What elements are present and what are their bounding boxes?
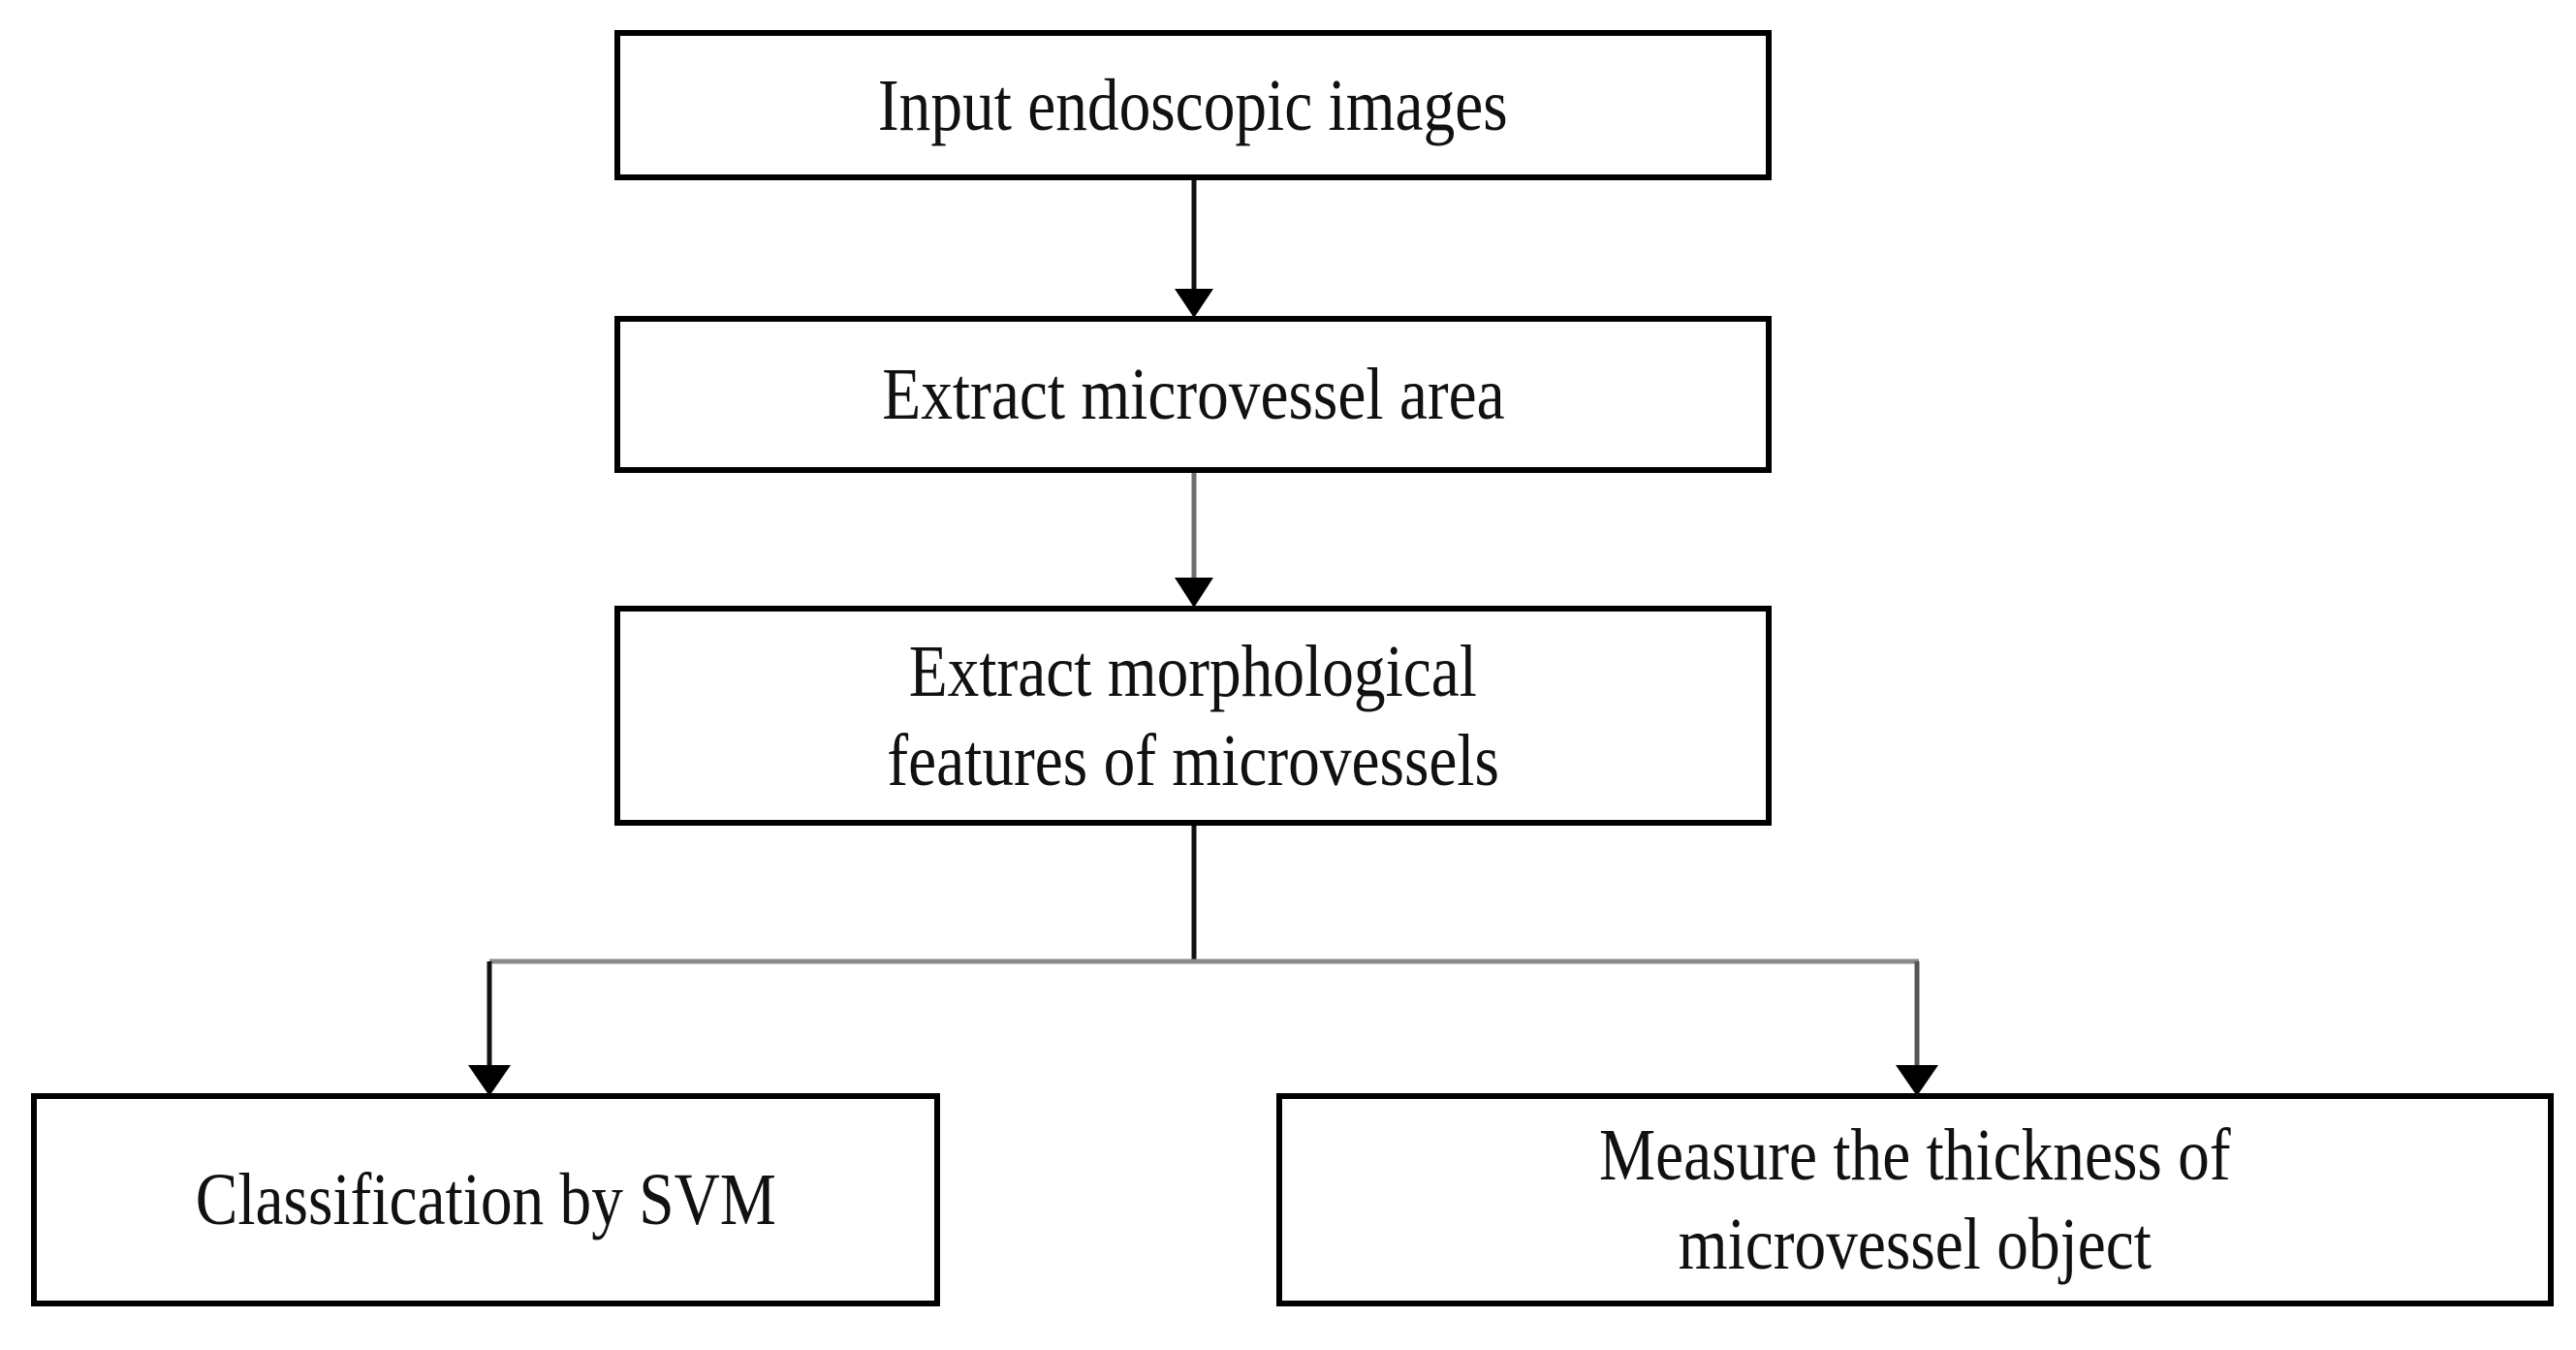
edge-branch-to-measure	[1896, 961, 1938, 1096]
node-classification-by-svm: Classification by SVM	[31, 1093, 940, 1306]
node-measure-thickness-microvessel-object: Measure the thickness of microvessel obj…	[1276, 1093, 2554, 1306]
node-extract-microvessel-area: Extract microvessel area	[614, 316, 1772, 473]
node-extract-morph-label-line-1: Extract morphological	[908, 630, 1478, 712]
edge-extract-morph-branch	[489, 826, 1919, 964]
node-classify-label-line-1: Classification by SVM	[195, 1159, 776, 1240]
edge-extract-area-to-extract-morph	[1175, 473, 1213, 608]
edge-input-to-extract-area	[1175, 180, 1213, 318]
node-extract-morphological-features: Extract morphological features of microv…	[614, 606, 1772, 826]
node-input-label-line-1: Input endoscopic images	[878, 64, 1508, 146]
node-input-endoscopic-images: Input endoscopic images	[614, 30, 1772, 180]
node-measure-label-line-1: Measure the thickness of	[1599, 1115, 2231, 1196]
edge-branch-to-classify	[468, 961, 511, 1096]
node-measure-label-line-2: microvessel object	[1678, 1204, 2152, 1285]
node-extract-morph-label-line-2: features of microvessels	[887, 719, 1499, 801]
node-extract-area-label-line-1: Extract microvessel area	[881, 354, 1505, 435]
